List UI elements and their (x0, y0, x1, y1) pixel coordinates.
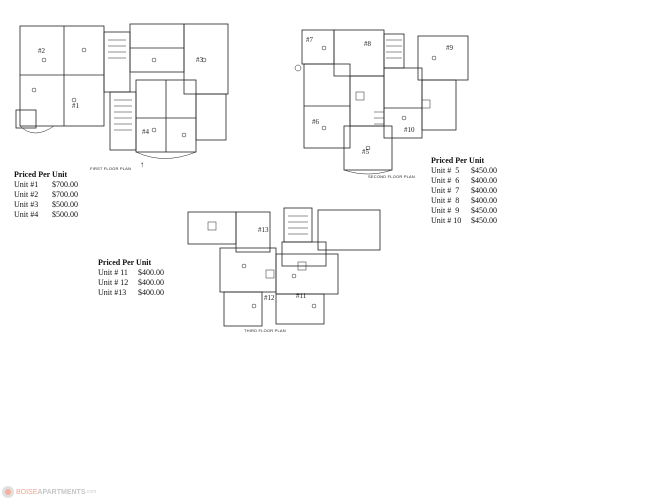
watermark-part3: .com (85, 489, 97, 495)
unit-price: $450.00 (471, 166, 497, 175)
first-floor-plan: #2 #1 #3 #4 (14, 20, 236, 160)
unit-price: $400.00 (138, 288, 164, 297)
unit-price: $700.00 (52, 190, 78, 199)
unit-label-10: #10 (404, 126, 415, 134)
unit-name: Unit # 10 (431, 216, 462, 225)
price-row: Unit # 10 $450.00 (431, 216, 497, 226)
price-list-header: Priced Per Unit (14, 170, 68, 179)
price-row: Unit #1 $700.00 (14, 180, 78, 190)
unit-price: $400.00 (471, 176, 497, 185)
price-row: Unit # 5 $450.00 (431, 166, 497, 176)
price-row: Unit # 8 $400.00 (431, 196, 497, 206)
unit-price: $400.00 (138, 268, 164, 277)
unit-name: Unit #13 (98, 288, 127, 297)
unit-label-8: #8 (364, 40, 372, 48)
unit-price: $500.00 (52, 210, 78, 219)
first-floor-caption: FIRST FLOOR PLAN (90, 166, 132, 171)
price-list-first: Priced Per Unit Unit #1 $700.00 Unit #2 $7… (14, 170, 78, 220)
price-row: Unit #3 $500.00 (14, 200, 78, 210)
price-row: Unit # 7 $400.00 (431, 186, 497, 196)
unit-label-9: #9 (446, 44, 454, 52)
price-row: Unit #2 $700.00 (14, 190, 78, 200)
unit-label-3: #3 (196, 56, 204, 64)
unit-label-13: #13 (258, 226, 269, 234)
price-row: Unit #4 $500.00 (14, 210, 78, 220)
third-floor-plan: #13 #12 #11 (184, 206, 384, 330)
unit-label-4: #4 (142, 128, 150, 136)
watermark-part2: APARTMENTS (37, 488, 86, 496)
watermark-part1: BOISE (16, 488, 38, 496)
unit-name: Unit # 11 (98, 268, 128, 277)
third-floor-caption: THIRD FLOOR PLAN (244, 328, 286, 333)
price-list-third: Priced Per Unit Unit # 11 $400.00 Unit # … (98, 258, 164, 298)
unit-price: $400.00 (138, 278, 164, 287)
unit-label-1: #1 (72, 102, 80, 110)
unit-name: Unit #4 (14, 210, 39, 219)
unit-label-11: #11 (296, 292, 307, 300)
price-row: Unit # 11 $400.00 (98, 268, 164, 278)
unit-label-5: #5 (362, 148, 370, 156)
unit-label-12: #12 (264, 294, 275, 302)
unit-label-6: #6 (312, 118, 320, 126)
unit-price: $400.00 (471, 186, 497, 195)
north-arrow-icon: ↑ (140, 160, 144, 169)
unit-label-2: #2 (38, 47, 46, 55)
unit-price: $700.00 (52, 180, 78, 189)
unit-name: Unit # 8 (431, 196, 460, 205)
unit-name: Unit #2 (14, 190, 39, 199)
price-row: Unit # 9 $450.00 (431, 206, 497, 216)
unit-price: $400.00 (471, 196, 497, 205)
unit-name: Unit #3 (14, 200, 39, 209)
price-list-header: Priced Per Unit (431, 156, 485, 165)
unit-name: Unit #1 (14, 180, 39, 189)
price-list-second: Priced Per Unit Unit # 5 $450.00 Unit # 6… (431, 156, 497, 226)
unit-price: $500.00 (52, 200, 78, 209)
logo-icon (2, 486, 14, 498)
unit-name: Unit # 12 (98, 278, 129, 287)
unit-name: Unit # 9 (431, 206, 460, 215)
second-floor-plan: #7 #8 #9 #6 #10 #5 (284, 28, 474, 178)
watermark-logo: BOISE APARTMENTS .com (2, 486, 96, 498)
unit-price: $450.00 (471, 206, 497, 215)
second-floor-caption: SECOND FLOOR PLAN (368, 174, 415, 179)
price-row: Unit #13 $400.00 (98, 288, 164, 298)
unit-name: Unit # 5 (431, 166, 460, 175)
price-list-header: Priced Per Unit (98, 258, 152, 267)
price-row: Unit # 12 $400.00 (98, 278, 164, 288)
unit-price: $450.00 (471, 216, 497, 225)
unit-name: Unit # 7 (431, 186, 460, 195)
unit-label-7: #7 (306, 36, 314, 44)
price-row: Unit # 6 $400.00 (431, 176, 497, 186)
unit-name: Unit # 6 (431, 176, 460, 185)
